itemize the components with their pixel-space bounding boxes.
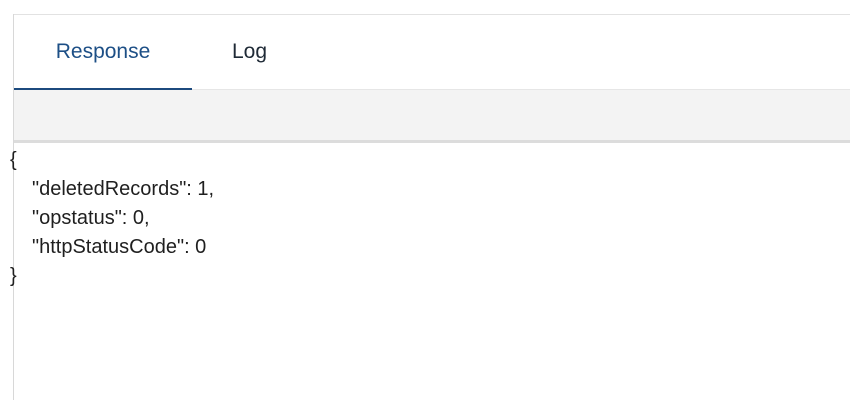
tab-log[interactable]: Log	[232, 40, 268, 63]
open-brace-glyph: {	[10, 149, 17, 171]
json-close-brace: }	[10, 262, 850, 291]
json-line-opstatus: "opstatus": 0,	[32, 207, 150, 229]
tab-bar: Response Log	[14, 15, 850, 91]
json-line-http-status-code: "httpStatusCode": 0	[32, 236, 207, 258]
panel-left-border	[13, 14, 14, 400]
json-open-brace: {	[10, 146, 850, 175]
panel-top-border	[14, 14, 850, 15]
close-brace-glyph: }	[10, 265, 17, 287]
tab-response[interactable]: Response	[55, 40, 151, 63]
response-toolbar	[14, 90, 850, 143]
active-tab-indicator	[14, 88, 192, 91]
response-json-viewer: { "deletedRecords": 1, "opstatus": 0, "h…	[10, 146, 850, 396]
json-line-deleted-records: "deletedRecords": 1,	[32, 178, 215, 200]
